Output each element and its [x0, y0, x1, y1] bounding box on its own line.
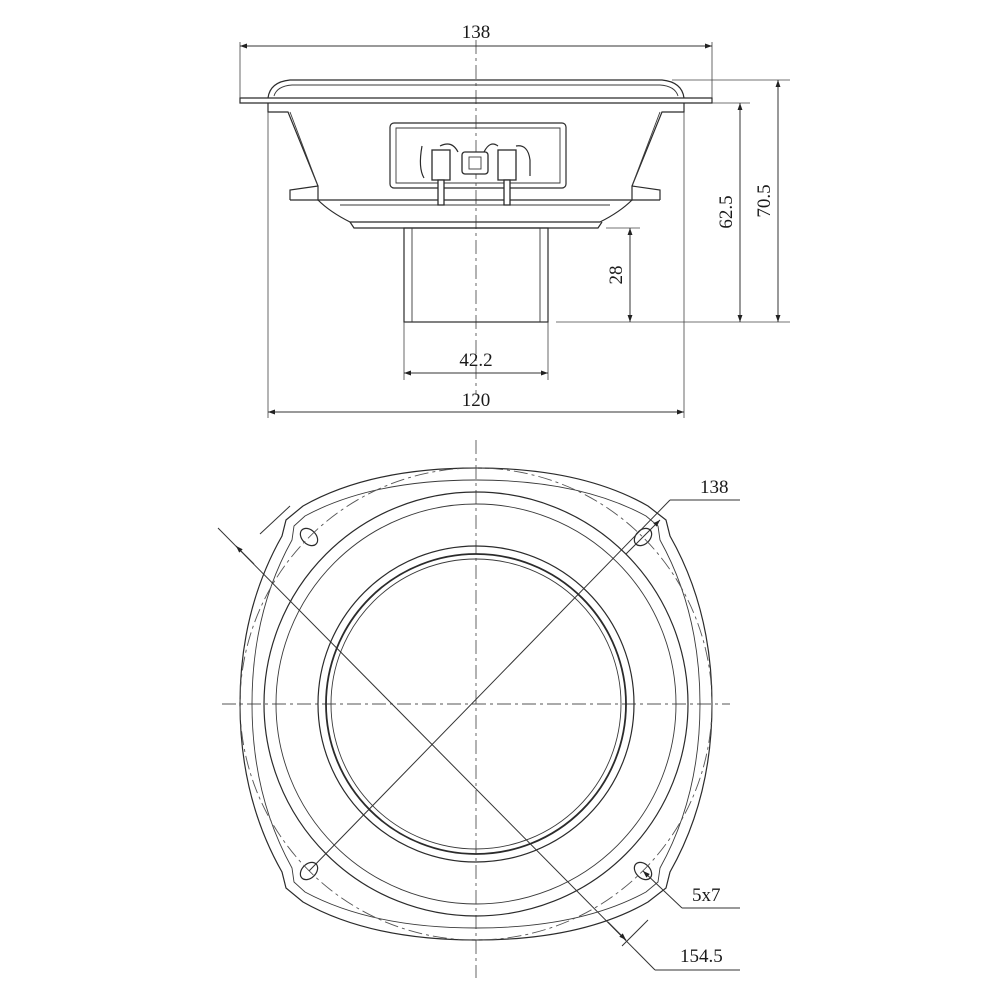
dim-label-magnet-height: 28	[606, 266, 627, 285]
frame-outer-ring	[263, 491, 689, 917]
dim-label-magnet-diameter: 42.2	[459, 350, 492, 371]
dim-label-hole-circle: 138	[700, 477, 729, 498]
terminal-center-block	[461, 151, 489, 175]
dim-label-hole-size: 5x7	[692, 885, 721, 906]
dim-label-flange-width: 138	[462, 22, 491, 43]
front-flange-outline	[239, 467, 713, 941]
dim-label-depth-to-frame: 62.5	[716, 195, 737, 228]
surround-outer-ring	[317, 545, 635, 863]
terminal-left	[419, 143, 459, 206]
diag-overall-line	[217, 527, 656, 971]
dim-label-diagonal: 154.5	[680, 946, 723, 967]
side-view: 138 120 42.2 28 62.5 70.5	[239, 22, 790, 418]
basket-bowl	[317, 199, 633, 223]
dim-label-overall-depth: 70.5	[754, 184, 775, 217]
basket-frame	[267, 103, 685, 201]
magnet	[403, 227, 549, 323]
frame-inner-ring	[275, 503, 677, 905]
cone-edge	[325, 553, 627, 855]
leader-hole-size	[642, 870, 683, 909]
dim-label-frame-width: 120	[462, 390, 491, 411]
hole-pitch-circle	[239, 467, 713, 941]
diag-hole-line	[308, 499, 671, 872]
front-view: 138 154.5 5x7	[217, 440, 740, 978]
terminal-window	[389, 122, 567, 189]
cone-inner-ring	[330, 558, 622, 850]
flange-rim	[267, 79, 685, 99]
terminal-right	[483, 143, 531, 206]
